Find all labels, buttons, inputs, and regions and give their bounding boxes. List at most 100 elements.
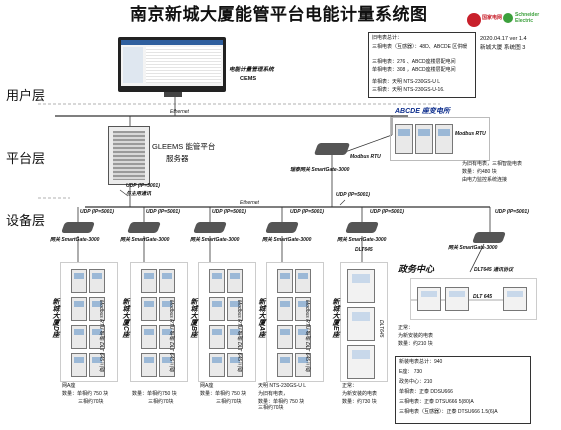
branch-a-note1: 天明 NTS-230GS-U L: [258, 383, 307, 389]
affairs-panel: DLT 645: [410, 278, 537, 320]
summary-line-4: 单相表：天明 NTS-230GS-U L: [372, 79, 441, 85]
brand-left: 国家电网: [482, 15, 503, 21]
substation-meter: [415, 124, 433, 154]
server-line1: GLEEMS 能管平台: [152, 142, 216, 151]
cems-monitor: [118, 37, 226, 92]
branch-gateway-label-3: 网关 SmartGate-3000: [190, 237, 240, 243]
bottom-line-0: 新装电表总计：940: [399, 359, 443, 365]
server-icon: [108, 126, 150, 185]
summary-box: 旧电表总计： 三相电表（互感器）：48D、ABCDE 区供暖 三相电表：276 …: [368, 32, 476, 98]
main-gateway-icon: [313, 143, 351, 155]
branch-gateway-icon: [471, 232, 507, 243]
server-line2: 服务器: [166, 154, 189, 163]
main-gateway-label: 瑞泰网关 SmartGate-3000: [290, 167, 350, 173]
branch-e-label: 新城大厦E座: [332, 298, 339, 338]
bottom-line-4: 三相电表：正泰 DTSU666 5(80)A: [399, 399, 474, 405]
cems-line2: CEMS: [240, 76, 257, 82]
branch-e-dlt-top: DLT645: [355, 247, 373, 253]
udp-branch-3: UDP (IP=5001): [212, 209, 246, 215]
branch-b-label: 新城大厦B座: [190, 298, 197, 339]
udp-top-left: UDP (IP=5001): [126, 183, 160, 189]
branch-e-note2: 为新安装的电表: [342, 391, 378, 397]
branch-gateway-label-4: 网关 SmartGate-3000: [262, 237, 312, 243]
branch-b-rtu: Modbus RTU 单相 DLT 645 三相: [236, 300, 242, 373]
substation-panel: Modbus RTU: [390, 117, 490, 161]
branch-e-note3: 数量：约730 块: [342, 399, 377, 405]
summary-line-2: 三相电表：276 、ABCD座楼层配电间: [372, 59, 456, 65]
branch-e-note1: 正常：: [342, 383, 358, 389]
layer-user: 用户层: [6, 89, 46, 104]
udp-branch-4: UDP (IP=5001): [290, 209, 324, 215]
substation-note3: 由电力监控系统连接: [462, 177, 508, 183]
branch-gateway-icon: [264, 222, 300, 233]
branch-d-note2: 数量：单相约 750 块: [62, 391, 109, 397]
branch-c-note3: 三相约70块: [148, 399, 174, 405]
branch-gateway-icon: [192, 222, 228, 233]
branch-b-note3: 三相约70块: [216, 399, 242, 405]
substation-rtu-label: Modbus RTU: [455, 131, 486, 137]
modbus-rtu-label: Modbus RTU: [350, 154, 381, 160]
cems-line1: 电能计量管理系统: [229, 67, 274, 73]
affairs-title: 政务中心: [398, 264, 435, 274]
summary-line-0: 旧电表总计：: [372, 35, 403, 41]
branch-b-note2: 数量：单相约 750 块: [200, 391, 247, 397]
branch-panel-d: [60, 262, 118, 382]
branch-c-note2: 数量：单相约750 块: [132, 391, 177, 397]
branch-a-note3: 数量：单相约 750 块 三相约70块: [258, 399, 305, 411]
summary-line-5: 三相表：天明 NTS-230GS-U-16.: [372, 87, 445, 93]
affairs-protocol: DLT645 通讯协议: [474, 267, 514, 273]
monitor-stand: [164, 92, 182, 97]
ethernet-label-top: Ethernet: [170, 109, 189, 115]
bottom-line-2: 政务中心：210: [399, 379, 433, 385]
schneider-logo-icon: [503, 13, 513, 23]
branch-c-label: 新城大厦C座: [122, 298, 129, 339]
branch-gateway-label-6: 网关 SmartGate-3000: [448, 245, 498, 251]
branch-gateway-icon: [60, 222, 96, 233]
bottom-line-5: 三相电表（互感器）：正泰 DTSU666 1.5(6)A: [399, 409, 498, 415]
branch-b-note1: 网A座: [200, 383, 214, 389]
branch-c-rtu: Modbus RTU 单相 DLT 645 三相: [168, 300, 174, 373]
branch-d-label: 新城大厦D座: [52, 298, 59, 339]
bottom-line-1: E座： 730: [399, 369, 423, 375]
udp-branch-6: UDP (IP=5001): [495, 209, 529, 215]
affairs-note3: 数量：约210 块: [398, 341, 433, 347]
bottom-summary-box: 新装电表总计：940 E座： 730 政务中心：210 单相表：正泰 DDSU6…: [395, 356, 531, 424]
summary-line-3: 单相电表：308 ，ABCD座楼层配电间: [372, 67, 456, 73]
branch-d-rtu: Modbus RTU 单相 DLT 645 三相: [98, 300, 104, 373]
udp-branch-2: UDP (IP=5001): [146, 209, 180, 215]
branch-panel-e: [340, 262, 388, 382]
branch-gateway-icon: [126, 222, 162, 233]
udp-top-left2: 与主用通讯: [126, 191, 152, 197]
branch-gateway-label-2: 网关 SmartGate-3000: [120, 237, 170, 243]
udp-top-right: UDP (IP=5001): [336, 192, 370, 198]
ethernet-label-device: Ethernet: [240, 200, 259, 206]
affairs-note1: 正常：: [398, 325, 414, 331]
summary-line-1: 三相电表（互感器）：48D、ABCDE 区供暖: [372, 44, 468, 50]
branch-e-rtu: DLT645: [378, 320, 384, 338]
page-title: 南京新城大厦能管平台电能计量系统图: [130, 5, 428, 25]
branch-a-note2: 为旧有电表，: [258, 391, 289, 397]
branch-a-rtu: Modbus RTU 单相 DLT 645 三相: [304, 300, 310, 373]
brand-right-line2: Electric: [515, 18, 534, 24]
branch-panel-b: [198, 262, 256, 382]
substation-note1: 为旧有电表，三相智能电表: [462, 161, 523, 167]
version-line2: 新城大厦 系统图 3: [480, 45, 526, 51]
substation-meter: [395, 124, 413, 154]
branch-a-label: 新城大厦A座: [258, 298, 265, 339]
branch-gateway-label-5: 网关 SmartGate-3000: [337, 237, 387, 243]
udp-branch-1: UDP (IP=5001): [80, 209, 114, 215]
udp-branch-5: UDP (IP=5001): [370, 209, 404, 215]
affairs-dlt: DLT 645: [473, 294, 493, 300]
branch-d-note3: 三相约70块: [78, 399, 104, 405]
branch-panel-a: [266, 262, 324, 382]
substation-title: ABCDE 座变电所: [395, 108, 450, 115]
substation-note2: 数量：约480 块: [462, 169, 497, 175]
branch-gateway-label-1: 网关 SmartGate-3000: [50, 237, 100, 243]
substation-meter: [435, 124, 453, 154]
version-line1: 2020.04.17 ver 1.4: [480, 36, 527, 42]
branch-panel-c: [130, 262, 188, 382]
affairs-note2: 为新安装的电表: [398, 333, 434, 339]
branch-gateway-icon: [344, 222, 380, 233]
bottom-line-3: 单相表：正泰 DDSU666: [399, 389, 453, 395]
layer-platform: 平台层: [6, 152, 46, 167]
